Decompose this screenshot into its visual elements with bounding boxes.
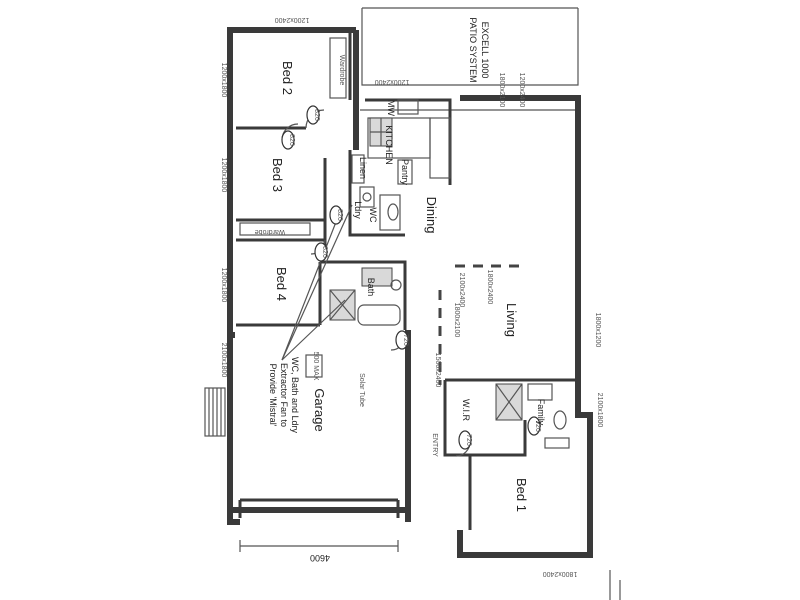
fixture-labels: Wardrobe Wardrobe MW Solar Tube 500 MAX [255,55,396,407]
door-tag: 720 [402,334,409,346]
window-tag: 1800x2100 [453,303,460,338]
room-label-wir: W.I.R [461,399,471,421]
window-tag: 1800x2400 [543,570,578,577]
door-tag: 820 [336,209,343,221]
rect-box [305,354,323,378]
room-label-entry: ENTRY [431,433,438,457]
wardrobe-label: Wardrobe [255,228,286,235]
room-label-kitchen: KITCHEN [384,125,394,165]
wardrobes [239,37,347,236]
room-label-bed4: Bed 4 [274,267,289,301]
window-tag: 1200x2400 [275,16,310,23]
room-label-bath: Bath [366,278,376,297]
kitchen-area [351,99,451,185]
rect-box-label: 500 MAX [312,352,319,381]
extractor-note: Provide 'Mistral' Extractor Fan to WC, B… [268,357,300,434]
laundry-wc [359,186,401,231]
window-tag: 1200x1800 [220,158,227,193]
window-tag: 2100x2400 [458,273,465,308]
window-tag: 1800x2400 [486,270,493,305]
room-label-linen: Linen [358,157,368,179]
dimension-4600: 4600 [239,540,399,563]
room-label-family: Family [536,399,546,426]
door-tag: 720 [465,434,472,446]
patio-note-line1: EXCELL 1000 [480,22,490,79]
room-label-wc: WC [368,208,378,223]
window-tag: 1200x1800 [220,268,227,303]
page-edge [609,570,621,600]
room-labels: Bed 2 Bed 3 Bed 4 Garage Dining Living B… [270,61,546,512]
bathroom [329,267,402,326]
mw-label: MW [386,100,396,116]
garage-steps [204,387,226,437]
window-tag: 1800x1200 [594,313,601,348]
room-label-ldry: Ldry [353,201,363,219]
window-tags: 1200x1800 1200x1800 1200x1800 2100x1800 … [220,16,603,577]
ensuite [495,383,570,449]
window-tag: 1800x2100 [498,73,505,108]
room-label-living: Living [504,303,519,337]
solar-tube-label: Solar Tube [358,373,365,407]
door-tags: 820 820 820 820 720 720 720 [281,105,541,450]
room-label-bed1: Bed 1 [514,478,529,512]
door-tag: 820 [313,109,320,121]
outer-walls [227,27,593,558]
patio-note-line2: PATIO SYSTEM [468,17,478,82]
window-tag: 2100x1800 [220,343,227,378]
room-label-garage: Garage [312,388,327,431]
door-tag: 820 [288,134,295,146]
extractor-note-line1: Provide 'Mistral' [268,364,278,427]
door-tag: 820 [321,246,328,258]
patio-area: EXCELL 1000 PATIO SYSTEM [360,7,579,111]
window-tag: 2100x1800 [596,393,603,428]
window-tag: 1500x2400 [434,353,441,388]
extractor-note-line2: Extractor Fan to [279,363,289,427]
internal-walls [236,30,580,530]
room-label-dining: Dining [424,197,439,234]
dashed-openings [438,264,525,385]
extractor-leaders [281,204,353,361]
window-tag: 1200x2400 [518,73,525,108]
dimension-label: 4600 [310,553,330,563]
wardrobe-label: Wardrobe [338,55,345,86]
room-label-pantry: Pantry [400,159,410,186]
window-tag: 1200x2400 [375,78,410,85]
room-label-bed3: Bed 3 [270,158,285,192]
door-tag: 720 [534,420,541,432]
room-label-bed2: Bed 2 [280,61,295,95]
extractor-note-line3: WC, Bath and Ldry [290,357,300,434]
window-tag: 1200x1800 [220,63,227,98]
